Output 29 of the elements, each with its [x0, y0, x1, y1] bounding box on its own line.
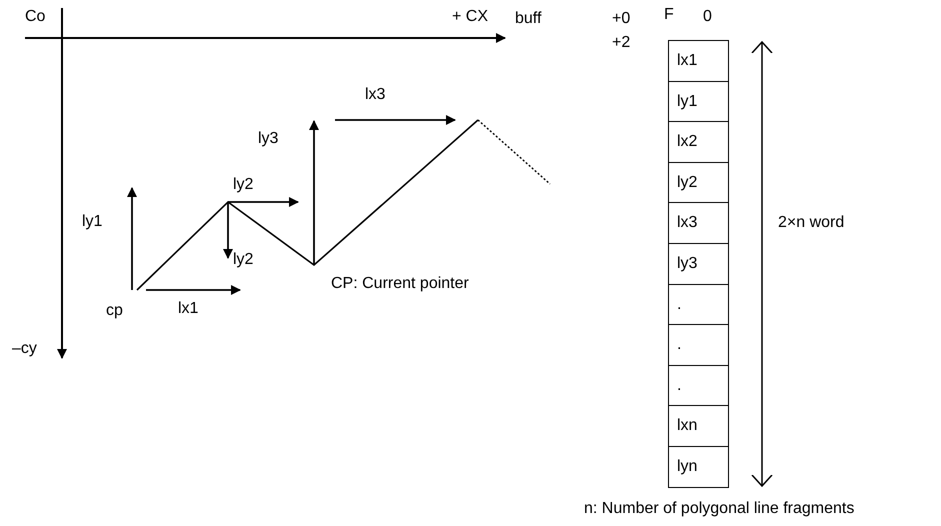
- memory-cell: .: [668, 284, 729, 326]
- vector-label: lx1: [178, 300, 198, 318]
- axis-label: Co: [25, 8, 46, 26]
- note-text: CP: Current pointer: [331, 275, 469, 293]
- vector-label: ly2: [233, 251, 254, 269]
- bit-label: F: [664, 6, 674, 24]
- bit-label: 0: [703, 8, 712, 26]
- memory-cell: lx1: [668, 40, 729, 82]
- memory-cell: lx2: [668, 121, 729, 164]
- memory-cell: ly2: [668, 162, 729, 204]
- dimension-label: 2×n word: [778, 214, 844, 232]
- memory-cell: ly3: [668, 243, 729, 286]
- memory-cell: ly1: [668, 80, 729, 123]
- note-text: n: Number of polygonal line fragments: [584, 500, 854, 518]
- axis-label: –cy: [12, 340, 37, 358]
- vector-label: ly2: [233, 176, 254, 194]
- memory-cell: lxn: [668, 405, 729, 448]
- offset-label: +2: [612, 34, 630, 52]
- vector-label: ly3: [258, 130, 278, 148]
- memory-cell: lyn: [668, 446, 729, 488]
- vector-label: lx3: [365, 86, 386, 104]
- offset-label: +0: [612, 10, 630, 28]
- point-label: cp: [106, 302, 123, 320]
- buffer-label: buff: [515, 10, 542, 28]
- memory-cell: lx3: [668, 202, 729, 244]
- axis-label: + CX: [452, 8, 488, 26]
- vector-label: ly1: [82, 213, 102, 231]
- memory-cell: .: [668, 364, 729, 407]
- memory-cell: .: [668, 324, 729, 366]
